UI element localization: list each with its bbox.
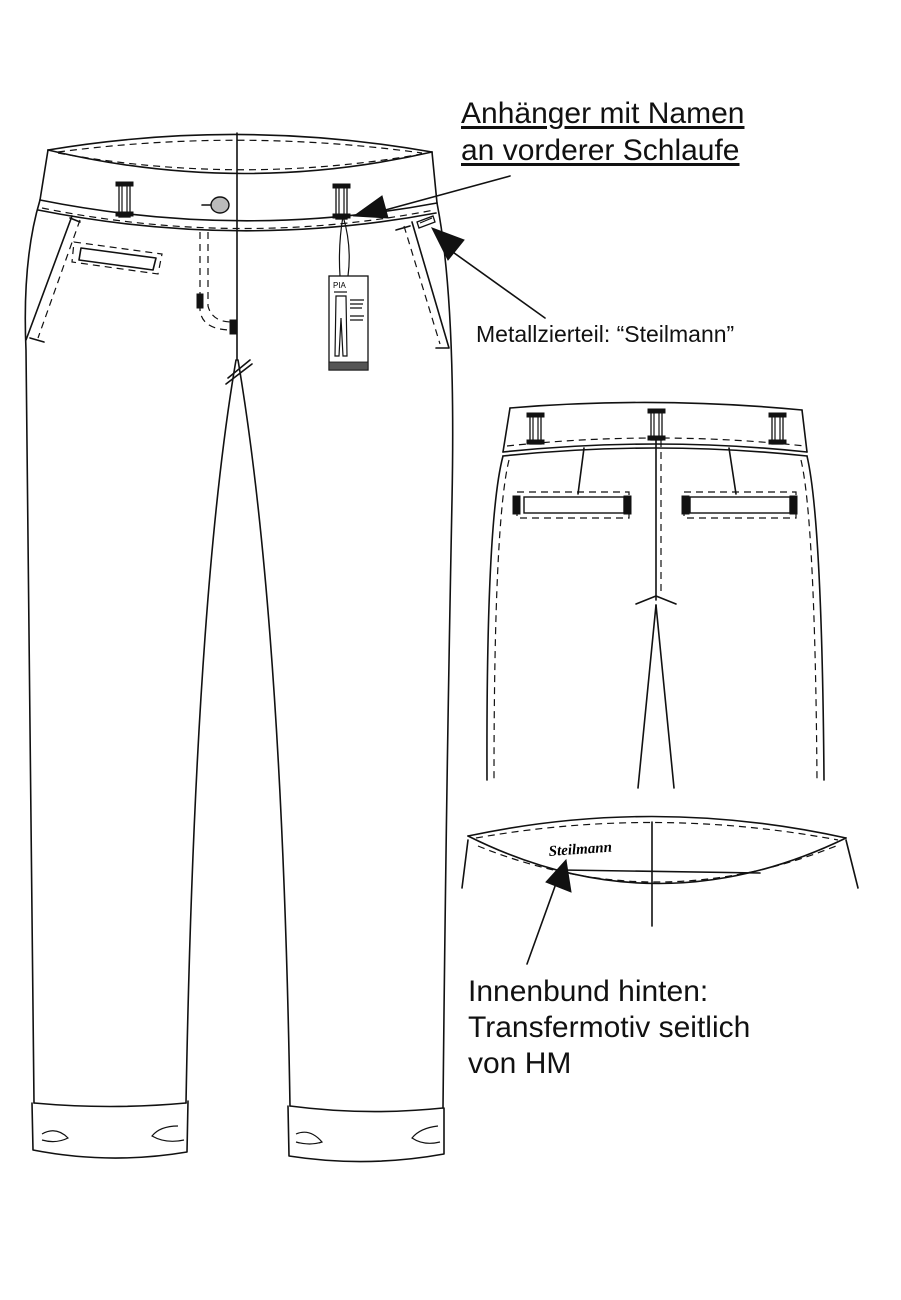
hangtag-annotation: Anhänger mit Namen an vorderer Schlaufe — [461, 96, 744, 169]
hangtag-annotation-line1: Anhänger mit Namen — [461, 97, 745, 130]
back-belt-loop-left — [526, 412, 545, 445]
inner-waistband-arrow — [526, 858, 572, 965]
hang-tag-label: PIA — [333, 281, 347, 290]
front-view-trousers: PIA — [24, 132, 454, 1163]
right-side-seam — [436, 202, 454, 1109]
left-inseam — [185, 359, 237, 1104]
front-waistband — [37, 133, 438, 232]
waist-button — [201, 196, 230, 214]
back-belt-loop-right — [768, 412, 787, 445]
front-pocket-left — [25, 215, 81, 343]
right-inseam — [237, 359, 291, 1107]
metal-ornament — [416, 215, 436, 229]
metal-ornament-annotation: Metallzierteil: “Steilmann” — [476, 321, 735, 347]
inner-waistband-annotation-line1: Innenbund hinten: — [468, 975, 709, 1008]
front-belt-loop-right — [332, 183, 351, 220]
front-pocket-right — [395, 221, 450, 349]
hangtag-annotation-line2: an vorderer Schlaufe — [461, 133, 740, 167]
back-pocket-right — [681, 491, 798, 519]
fly-stitching — [196, 232, 237, 335]
inner-brand-print: Steilmann — [548, 840, 612, 860]
inner-waistband-view: Steilmann — [461, 815, 859, 927]
left-side-seam — [24, 199, 41, 1104]
hangtag-arrow — [352, 175, 511, 219]
back-view-trousers — [486, 401, 825, 789]
right-cuff — [287, 1105, 445, 1163]
back-belt-loop-center — [647, 408, 666, 441]
inner-waistband-annotation: Innenbund hinten: Transfermotiv seitlich… — [468, 974, 750, 1082]
inner-waistband-annotation-line2: Transfermotiv seitlich — [468, 1011, 751, 1044]
left-cuff — [31, 1100, 189, 1159]
inner-waistband-annotation-line3: von HM — [468, 1047, 572, 1080]
back-pocket-left — [512, 491, 632, 519]
metal-arrow — [430, 227, 546, 319]
coin-pocket — [71, 241, 163, 275]
hang-tag: PIA — [328, 215, 369, 371]
front-belt-loop-left — [115, 181, 134, 218]
